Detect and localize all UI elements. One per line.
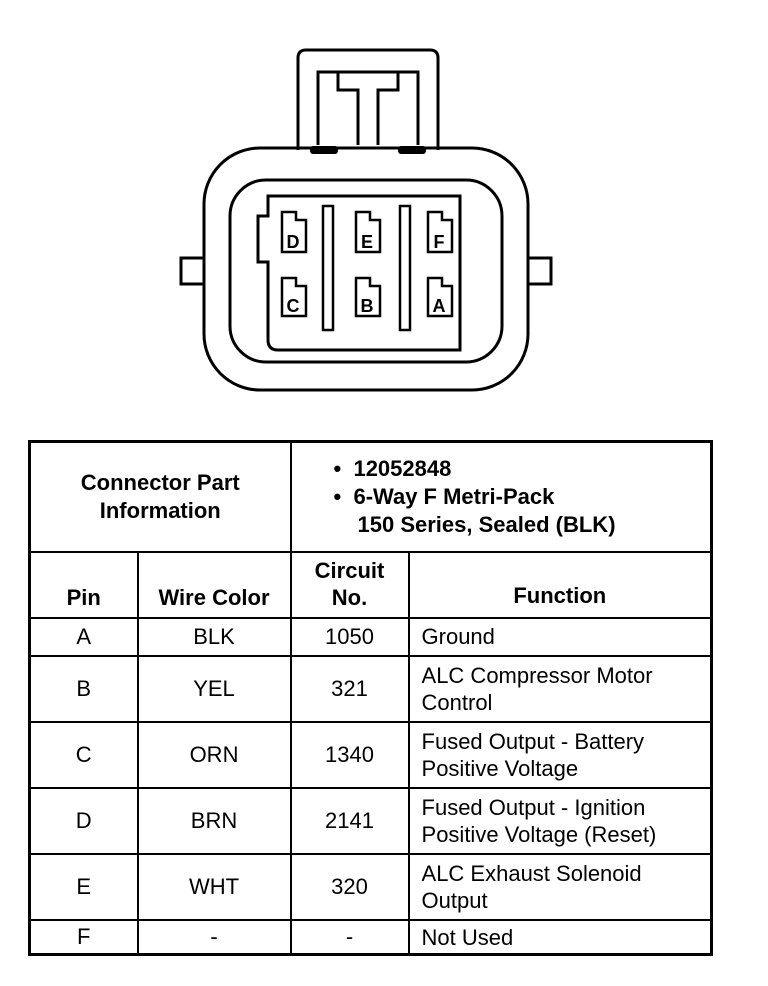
table-row: D BRN 2141 Fused Output - Ignition Posit… (28, 787, 713, 856)
connector-latch-tab (336, 72, 400, 145)
part-info-label-line2: Information (99, 497, 221, 523)
connector-latch-inner (316, 70, 420, 145)
function-cell: ALC Compressor Motor Control (407, 654, 713, 724)
circuit-cell: - (289, 919, 410, 956)
pin-label-e: E (361, 232, 373, 252)
connector-body (202, 146, 530, 392)
part-description: • 6-Way F Metri-Pack (333, 483, 555, 509)
wire-color-cell: YEL (136, 654, 292, 724)
circuit-cell: 320 (289, 853, 410, 922)
pin-label-b: B (361, 296, 374, 316)
header-circuit-no: Circuit No. (289, 550, 410, 619)
pin-cell: D (28, 787, 139, 856)
connector-rib-left (321, 204, 335, 332)
pin-cell: E (28, 853, 139, 922)
wire-color-cell: WHT (136, 853, 292, 922)
wire-color-cell: - (136, 919, 292, 956)
connector-rib-right (398, 204, 412, 332)
table-row: E WHT 320 ALC Exhaust Solenoid Output (28, 853, 713, 922)
part-description-line2: 150 Series, Sealed (BLK) (357, 511, 616, 537)
table-row: A BLK 1050 Ground (28, 616, 713, 657)
connector-cavity-inner (256, 194, 462, 352)
connector-ear-left (179, 256, 206, 286)
wire-color-cell: BRN (136, 787, 292, 856)
pin-cell: B (28, 654, 139, 724)
pin-cell: A (28, 616, 139, 657)
pin-cell: C (28, 721, 139, 790)
wire-color-cell: BLK (136, 616, 292, 657)
table-row: F - - Not Used (28, 919, 713, 956)
pin-label-c: C (287, 296, 300, 316)
connector-ear-right (526, 256, 553, 286)
part-info-label: Connector Part Information (28, 440, 292, 553)
wire-color-cell: ORN (136, 721, 292, 790)
function-cell: Fused Output - Ignition Positive Voltage… (407, 787, 713, 856)
circuit-cell: 321 (289, 654, 410, 724)
circuit-cell: 1050 (289, 616, 410, 657)
pin-cell: F (28, 919, 139, 956)
circuit-cell: 1340 (289, 721, 410, 790)
part-info-row: Connector Part Information • 12052848 • … (28, 440, 713, 553)
circuit-cell: 2141 (289, 787, 410, 856)
connector-diagram: D E F C B A (179, 48, 553, 392)
function-cell: Not Used (407, 919, 713, 956)
connector-cavity-outer (228, 178, 504, 364)
pin-label-f: F (434, 232, 445, 252)
header-wire-color: Wire Color (136, 550, 292, 619)
part-info-label-line1: Connector Part (80, 469, 240, 495)
function-cell: Ground (407, 616, 713, 657)
table-row: B YEL 321 ALC Compressor Motor Control (28, 654, 713, 724)
pin-label-a: A (433, 296, 446, 316)
pin-label-d: D (287, 232, 300, 252)
part-number: • 12052848 (333, 455, 452, 481)
part-info-values: • 12052848 • 6-Way F Metri-Pack 150 Seri… (289, 440, 713, 553)
header-row: Pin Wire Color Circuit No. Function (28, 550, 713, 619)
function-cell: ALC Exhaust Solenoid Output (407, 853, 713, 922)
function-cell: Fused Output - Battery Positive Voltage (407, 721, 713, 790)
table-row: C ORN 1340 Fused Output - Battery Positi… (28, 721, 713, 790)
header-function: Function (407, 550, 713, 619)
header-pin: Pin (28, 550, 139, 619)
connector-latch (296, 48, 440, 150)
pinout-table: Connector Part Information • 12052848 • … (28, 440, 714, 956)
